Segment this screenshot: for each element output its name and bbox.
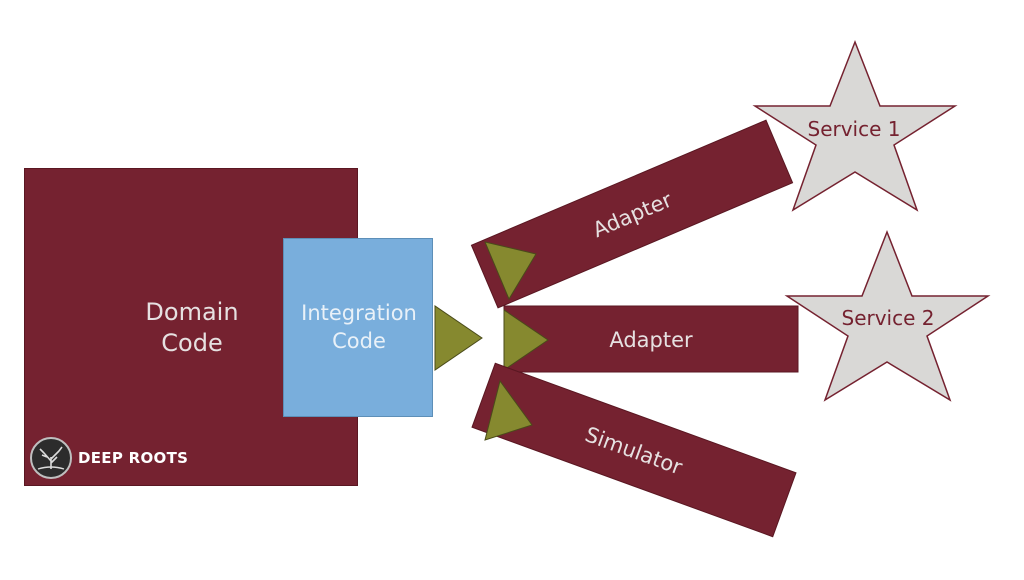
- domain-code-label: Domain Code: [145, 298, 239, 357]
- service-2-label: Service 2: [842, 306, 935, 330]
- integration-code-box: Integration Code: [283, 238, 433, 417]
- simulator: Simulator: [471, 362, 797, 538]
- service-2-star: Service 2: [784, 229, 991, 402]
- simulator-connector-triangle: [484, 379, 533, 441]
- service-1-star: Service 1: [752, 39, 958, 212]
- integration-connector-triangle: [434, 305, 483, 371]
- adapter-top: Adapter: [470, 119, 794, 309]
- deep-roots-logo: DEEP ROOTS: [30, 436, 188, 480]
- integration-code-label: Integration Code: [301, 301, 417, 353]
- adapter-top-connector-triangle: [484, 241, 537, 301]
- service-1-label: Service 1: [808, 117, 901, 141]
- adapter-middle: Adapter: [503, 305, 799, 373]
- adapter-middle-connector-triangle: [503, 309, 549, 371]
- tree-logo-icon: [30, 437, 72, 479]
- logo-text: DEEP ROOTS: [78, 449, 189, 467]
- adapter-middle-label: Adapter: [609, 328, 693, 352]
